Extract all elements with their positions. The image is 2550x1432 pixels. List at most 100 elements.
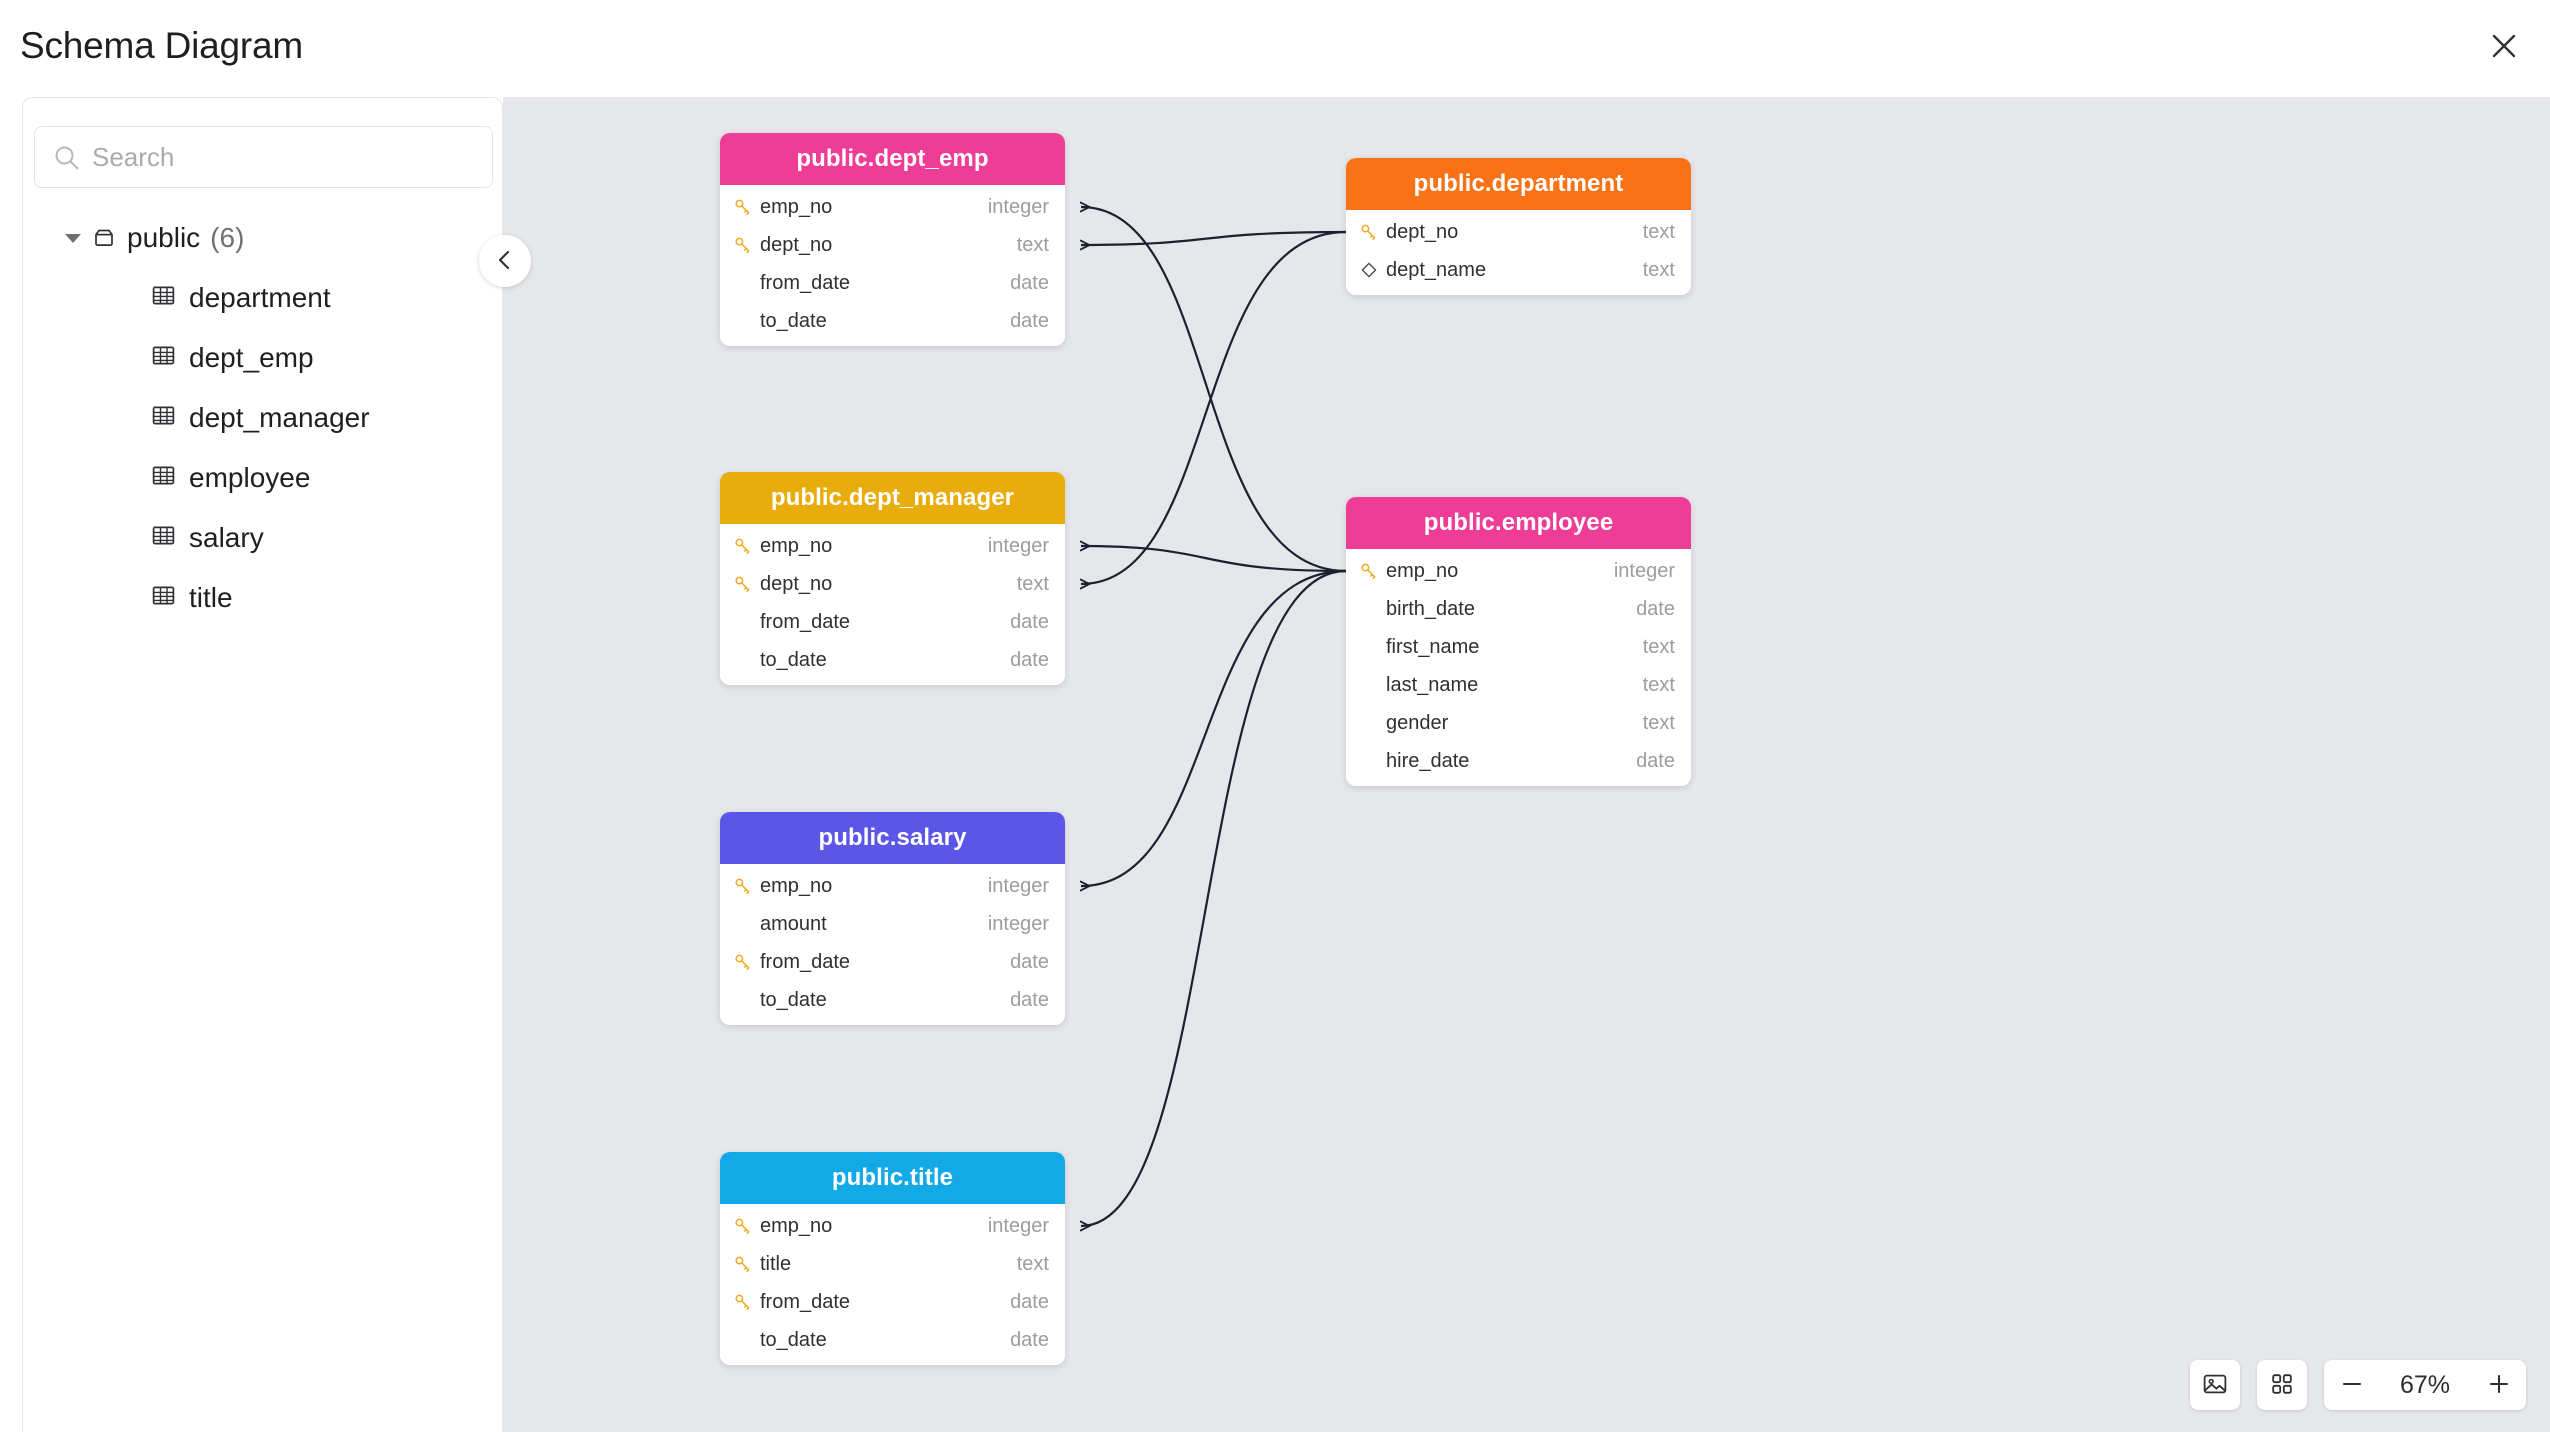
field-type: integer (987, 1214, 1049, 1237)
field-row[interactable]: emp_no integer (1346, 552, 1691, 590)
field-type: text (1016, 572, 1049, 595)
field-type: text (1642, 711, 1675, 734)
sidebar-item-label: dept_manager (189, 402, 370, 433)
schema-table-count: (6) (210, 222, 245, 253)
field-name: from_date (760, 1290, 851, 1313)
field-type: text (1642, 673, 1675, 696)
sidebar-collapse-button[interactable] (479, 235, 531, 287)
field-name: emp_no (1386, 559, 1459, 582)
key-icon (734, 236, 756, 254)
sidebar-item-dept_manager[interactable]: dept_manager (23, 388, 502, 448)
relationship-edge[interactable] (1081, 207, 1347, 573)
field-type: date (1010, 648, 1049, 671)
field-name: dept_name (1386, 258, 1487, 281)
sidebar-item-title[interactable]: title (23, 568, 502, 628)
export-image-button[interactable] (2190, 1360, 2240, 1410)
field-row[interactable]: dept_no text (720, 226, 1065, 264)
key-icon (734, 575, 756, 593)
table-icon (151, 523, 176, 553)
sidebar-item-employee[interactable]: employee (23, 448, 502, 508)
field-type: date (1010, 1328, 1049, 1351)
field-name: emp_no (760, 534, 833, 557)
canvas-toolbar: 67% (2190, 1360, 2526, 1410)
field-name: birth_date (1386, 597, 1475, 620)
relationship-edge[interactable] (1081, 569, 1347, 1226)
table-node-title: public.dept_manager (720, 472, 1065, 524)
table-icon (151, 583, 176, 613)
table-node-title: public.salary (720, 812, 1065, 864)
search-icon (53, 144, 80, 171)
key-icon (734, 1217, 756, 1235)
page-title: Schema Diagram (20, 25, 304, 66)
search-input[interactable] (92, 127, 474, 187)
key-icon (1360, 223, 1382, 241)
sidebar-item-label: salary (189, 522, 264, 553)
field-type: integer (1613, 559, 1675, 582)
table-icon (151, 343, 176, 373)
search-box[interactable] (34, 126, 493, 188)
sidebar-item-salary[interactable]: salary (23, 508, 502, 568)
tree-schema-public[interactable]: public (6) (23, 208, 502, 268)
key-icon (734, 537, 756, 555)
key-icon (734, 198, 756, 216)
zoom-out-button[interactable] (2324, 1360, 2379, 1410)
edge-layer (503, 97, 1347, 1432)
field-type: text (1016, 233, 1049, 256)
field-type: date (1010, 271, 1049, 294)
header-bar: Schema Diagram (0, 0, 2550, 93)
field-name: dept_no (760, 233, 833, 256)
relationship-edge[interactable] (1081, 230, 1347, 584)
relationship-edge[interactable] (1081, 230, 1347, 245)
image-icon (2202, 1371, 2228, 1400)
chevron-left-icon (494, 249, 516, 274)
sidebar-item-dept_emp[interactable]: dept_emp (23, 328, 502, 388)
field-name: from_date (760, 610, 851, 633)
table-node-title: public.title (720, 1152, 1065, 1204)
sidebar-item-department[interactable]: department (23, 268, 502, 328)
zoom-in-button[interactable] (2471, 1360, 2526, 1410)
plus-icon (2486, 1371, 2512, 1400)
schema-tree: public (6) department dept_emp dept_mana… (23, 208, 502, 628)
relationship-edge[interactable] (1081, 569, 1347, 886)
auto-layout-button[interactable] (2257, 1360, 2307, 1410)
field-name: first_name (1386, 635, 1480, 658)
key-icon (734, 953, 756, 971)
relationship-edge[interactable] (1081, 546, 1347, 573)
field-type: integer (987, 195, 1049, 218)
field-type: text (1016, 1252, 1049, 1275)
close-icon[interactable] (2476, 18, 2532, 74)
caret-down-icon[interactable] (65, 233, 81, 243)
table-node-title: public.department (1346, 158, 1691, 210)
